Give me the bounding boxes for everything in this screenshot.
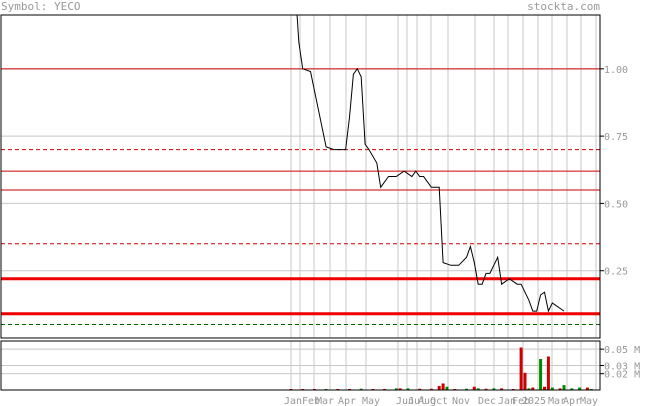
site-name: stockta.com <box>527 0 600 13</box>
volume-bar <box>543 386 546 390</box>
x-axis-label: Dec <box>478 396 496 406</box>
price-panel-frame <box>0 14 601 339</box>
x-axis-label: Jul <box>408 396 426 406</box>
volume-bar <box>398 388 402 390</box>
x-axis-label: Jan <box>498 396 516 406</box>
x-axis-label: 2025 <box>522 396 546 406</box>
price-grid <box>1 15 600 338</box>
x-axis-label: Feb <box>302 396 320 406</box>
volume-bar <box>527 388 531 390</box>
price-tick-label: 1.00 <box>604 65 628 76</box>
price-axis-ticks: 1.00 0.75 0.50 0.25 <box>600 65 628 278</box>
volume-tick-label: 0.02 M <box>604 370 640 381</box>
x-axis-label: Feb <box>512 396 530 406</box>
price-series-line <box>296 15 565 313</box>
volume-bar <box>465 388 468 390</box>
volume-bar <box>550 387 554 390</box>
volume-bar <box>578 387 582 390</box>
volume-bar <box>531 387 535 390</box>
price-tick-label: 0.25 <box>604 267 628 278</box>
volume-bar <box>523 372 527 390</box>
volume-grid <box>1 341 600 390</box>
volume-bar <box>437 385 441 390</box>
volume-bar <box>539 358 543 390</box>
price-tick-label: 0.75 <box>604 132 628 143</box>
volume-bar <box>394 388 398 390</box>
price-tick-label: 0.50 <box>604 199 628 210</box>
volume-bar <box>359 388 363 390</box>
volume-bar <box>492 388 496 390</box>
volume-bars <box>289 347 593 390</box>
volume-bar <box>445 386 449 390</box>
volume-bar <box>546 356 550 390</box>
x-axis-label: Nov <box>452 396 470 406</box>
volume-bar <box>476 388 480 390</box>
volume-bar <box>441 383 445 390</box>
x-axis-label: Mar <box>548 396 566 406</box>
volume-tick-label: 0.05 M <box>604 345 640 356</box>
x-axis-label: Mar <box>316 396 334 406</box>
volume-bar <box>562 385 566 390</box>
volume-bar <box>418 388 422 390</box>
x-axis-label: Oct <box>430 396 448 406</box>
volume-bar <box>484 388 488 390</box>
volume-tick-label: 0.03 M <box>604 362 640 373</box>
x-axis-label: Jan <box>284 396 302 406</box>
volume-bar <box>519 347 523 390</box>
volume-bar <box>429 388 433 390</box>
volume-axis-ticks: 0.05 M 0.03 M0.02 M <box>600 345 640 381</box>
x-axis-label: Jun <box>396 396 414 406</box>
volume-bar <box>585 387 589 390</box>
x-axis-label: Apr <box>338 396 356 406</box>
volume-bar <box>558 388 562 390</box>
x-axis-label: Aug <box>418 396 436 406</box>
x-axis-label: Apr <box>563 396 581 406</box>
volume-bar <box>500 388 504 390</box>
x-axis-label: May <box>580 396 598 406</box>
symbol-label: Symbol: YECO <box>1 0 81 13</box>
x-axis-label: May <box>362 396 380 406</box>
price-levels <box>1 68 600 326</box>
price-line <box>296 15 565 313</box>
volume-bar <box>570 388 574 390</box>
volume-bar <box>472 386 476 390</box>
volume-bar <box>406 388 410 390</box>
